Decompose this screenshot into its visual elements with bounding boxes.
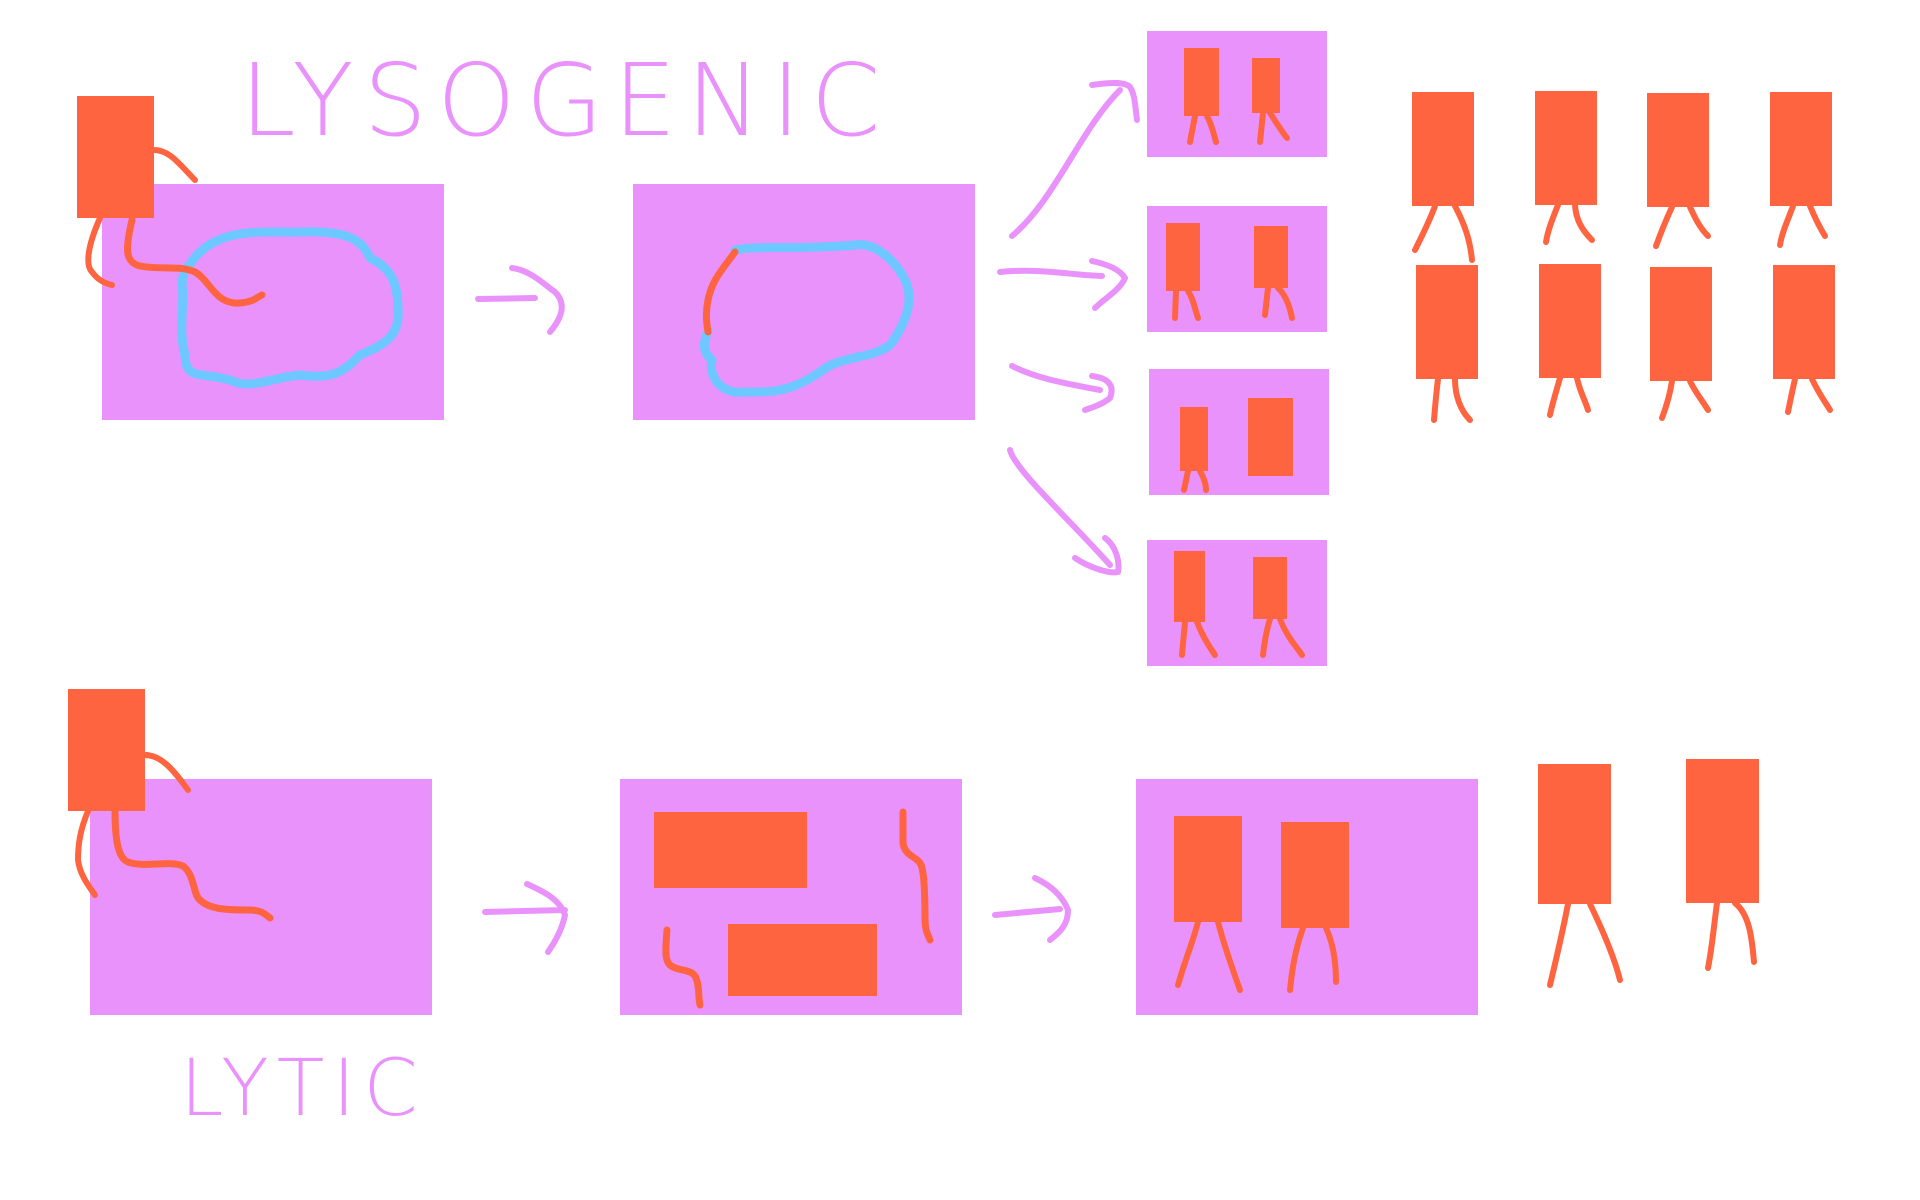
phage-head [1180,407,1208,471]
lysogenic-step2 [633,184,975,420]
phage-tail-fiber [1179,619,1218,658]
phage-tail-fiber [1431,376,1473,423]
phage-tail-fiber [1705,900,1757,971]
arrow [992,875,1071,943]
phage-tail-fiber [75,808,98,898]
lytic-label: LYTIC [180,1044,426,1134]
phage-head [1252,58,1280,113]
phage-head [1174,816,1242,922]
phage-tail-fiber [1777,203,1828,248]
daughter-cell [1147,206,1327,332]
phage-tail-fiber [1543,202,1595,245]
phage-head [1184,48,1219,116]
lysogenic-step1 [77,96,444,420]
phage-head [1538,764,1611,904]
phage-tail-fiber [151,147,198,183]
arrow [997,258,1128,311]
phage-head [1254,226,1288,288]
arrow [1009,79,1140,239]
phage-tail-fiber [1785,376,1833,415]
phage-tail-fiber [1262,285,1295,321]
phage-head [1773,265,1835,379]
host-dna-loop [177,227,403,389]
arrow [482,881,568,955]
viral-dna-copy [662,926,704,1009]
phage-tail-fiber [142,752,191,793]
daughter-cell [1147,31,1327,157]
phage-head [1770,92,1832,206]
daughter-cell [1147,540,1327,666]
phage-head [1253,557,1287,619]
phage-head [1647,93,1709,207]
phage-tail-fiber [1187,113,1219,145]
host-cell [1149,369,1329,495]
phage-tail-fiber [1412,203,1475,263]
released-phages [1412,91,1835,423]
phage-tail-fiber [1172,288,1201,321]
host-dna-with-prophage [699,240,914,397]
viral-dna-injected [111,806,274,922]
phage-head [1650,267,1712,381]
lytic-step3 [1136,779,1478,1015]
phage-head [1248,398,1293,476]
phage-tail-fiber [1659,378,1711,421]
phage-tail-fiber [1547,901,1623,988]
phage-tail-fiber [1257,110,1290,145]
arrow [475,265,565,335]
phage-tail-fiber [1653,204,1711,249]
released-phages [1538,759,1759,988]
phage-tail-fiber [1260,616,1305,658]
phage-head [1686,759,1759,903]
phage-head [1412,92,1474,206]
viral-dna-injected [124,216,266,307]
phage-protein [728,924,877,996]
prophage-dna [702,248,739,336]
lytic-step2 [620,779,962,1015]
phage-head [1281,822,1349,928]
arrow [1009,363,1115,413]
phage-head [1535,91,1597,205]
phage-tail-fiber [1181,468,1209,493]
phage-head [1539,264,1601,378]
phage-tail-fiber [1287,925,1339,993]
lytic-step1 [68,689,432,1015]
phage-head [1166,223,1200,291]
phage-tail-fiber [1547,375,1591,418]
viral-dna-copy [899,808,934,944]
phage-head [77,96,154,218]
arrow [1007,447,1122,576]
phage-tail-fiber [85,215,115,288]
lysogenic-label: LYSOGENIC [240,42,891,159]
phage-head [1174,551,1205,622]
phage-head [1416,265,1478,379]
phage-tail-fiber [1175,919,1243,993]
host-cell [1147,31,1327,157]
daughter-cell [1149,369,1329,495]
phage-head [68,689,145,811]
phage-protein [654,812,807,888]
host-cell [102,184,444,420]
host-cell [90,779,432,1015]
